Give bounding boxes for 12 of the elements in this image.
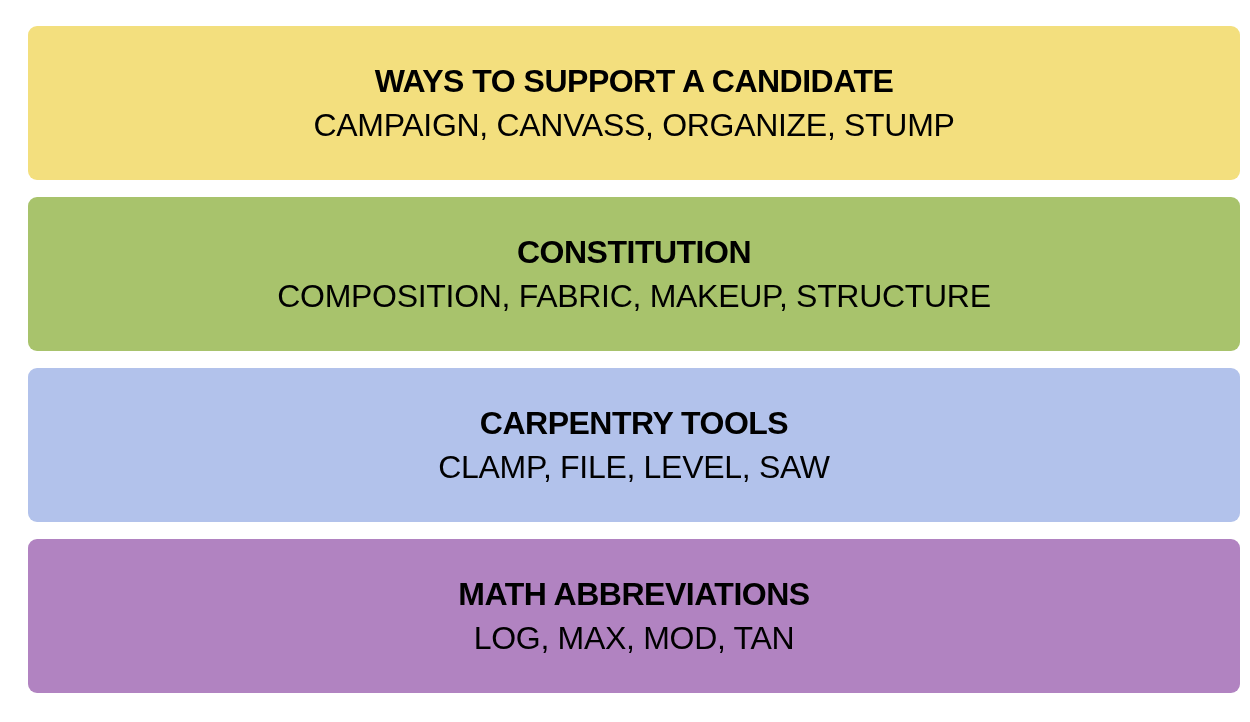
category-band: [28, 368, 1240, 522]
word-list: COMPOSITION, FABRIC, MAKEUP, STRUCTURE: [277, 277, 991, 316]
category-heading: WAYS TO SUPPORT A CANDIDATE: [374, 61, 894, 100]
word-list: CAMPAIGN, CANVASS, ORGANIZE, STUMP: [313, 106, 955, 145]
word-list: LOG, MAX, MOD, TAN: [473, 619, 795, 658]
word-list: CLAMP, FILE, LEVEL, SAW: [438, 448, 830, 487]
category-band: [28, 539, 1240, 693]
category-heading: CARPENTRY TOOLS: [479, 403, 789, 442]
category-band: [28, 26, 1240, 180]
category-heading: CONSTITUTION: [517, 232, 751, 271]
category-heading: MATH ABBREVIATIONS: [458, 574, 810, 613]
category-band: [28, 197, 1240, 351]
